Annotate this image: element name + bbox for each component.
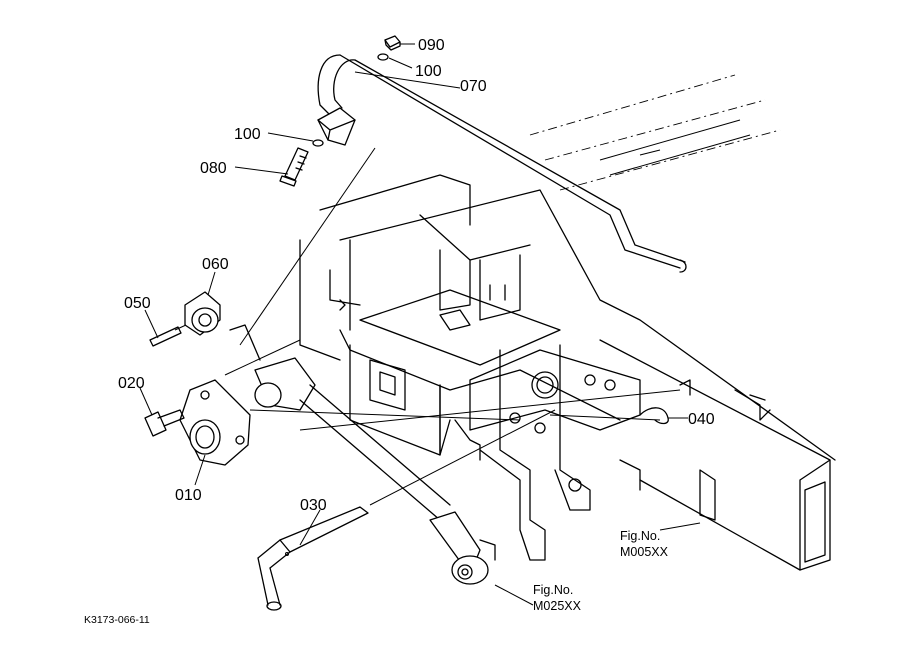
part-label-030: 030 [300,497,327,514]
flange-010 [179,379,251,466]
diagram-id: K3173-066-11 [84,614,150,626]
figure-ref-m025: Fig.No. M025XX [533,583,582,613]
part-label-060: 060 [202,256,229,273]
part-label-020: 020 [118,375,145,392]
pin-050 [149,326,182,347]
lrod-030 [257,506,369,611]
bolt-020 [144,409,185,437]
part-label-100a: 100 [415,63,442,80]
part-label-040: 040 [688,411,715,428]
shaft-assembly [229,324,496,585]
figure-ref-number: M025XX [533,599,582,613]
part-label-010: 010 [175,487,202,504]
guide-lines [174,147,681,506]
part-label-050: 050 [124,295,151,312]
part-label-080: 080 [200,160,227,177]
rod-070 [317,54,687,273]
leader-lines [139,43,701,606]
part-label-090: 090 [418,37,445,54]
bolt-080 [279,139,324,187]
part-labels: 090 100 070 100 080 060 050 020 010 030 … [118,37,715,514]
figure-ref-caption: Fig.No. [533,583,573,597]
part-label-070: 070 [460,78,487,95]
figure-ref-number: M005XX [620,545,669,559]
frame-rails [529,74,781,191]
clip-040 [639,407,669,425]
collar-060 [184,291,221,336]
nut-090 [377,35,401,61]
main-frame [299,174,836,571]
figure-ref-caption: Fig.No. [620,529,660,543]
part-label-100b: 100 [234,126,261,143]
figure-ref-m005: Fig.No. M005XX [620,529,669,559]
